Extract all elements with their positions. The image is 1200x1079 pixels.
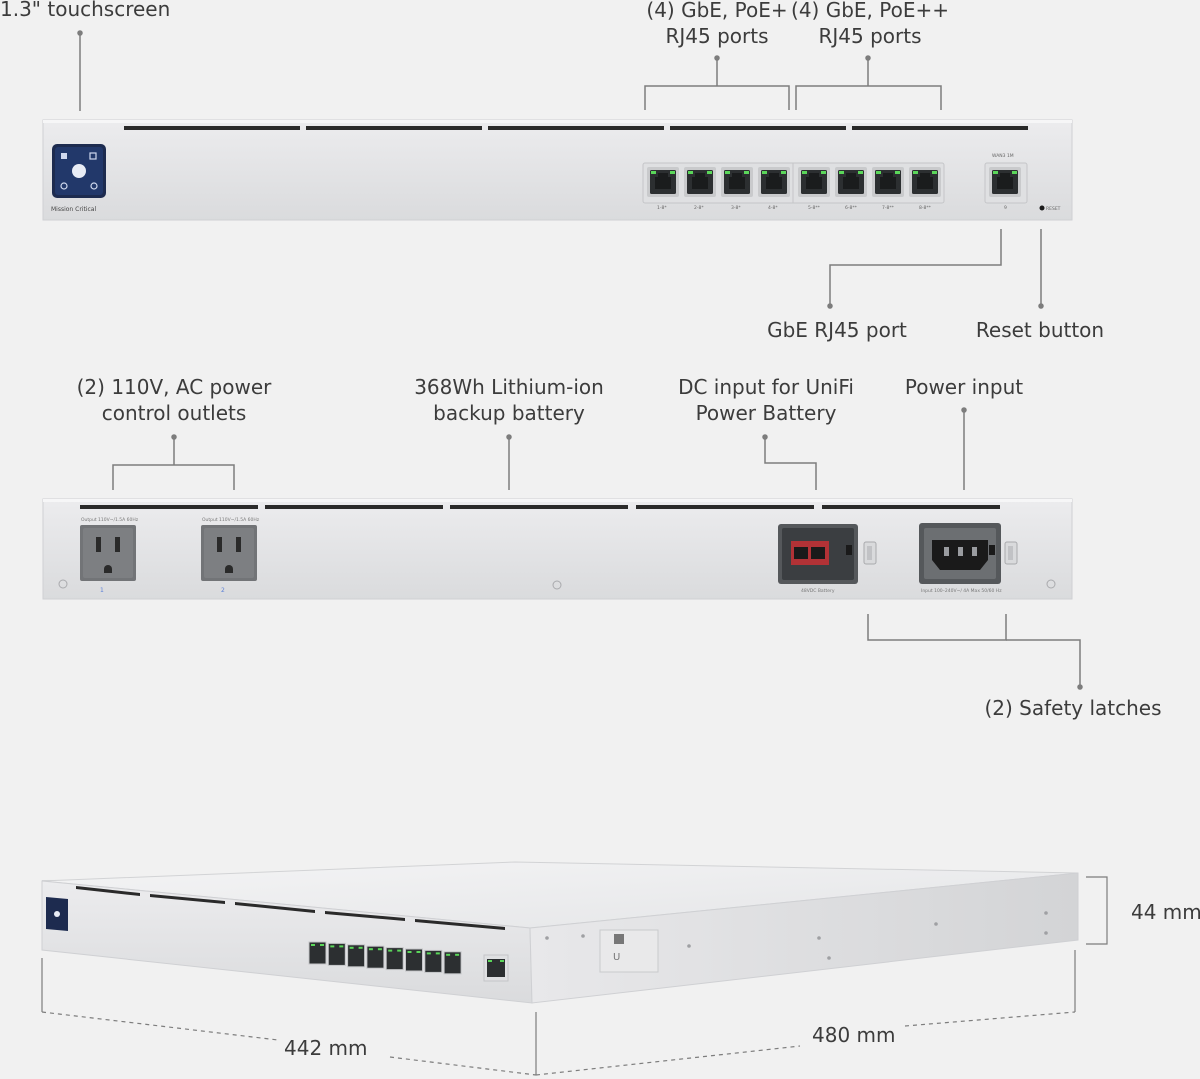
rj45-port-7[interactable] bbox=[872, 167, 904, 197]
touchscreen[interactable] bbox=[52, 144, 106, 198]
rj45-port-6[interactable] bbox=[835, 167, 867, 197]
perspective-ports bbox=[308, 941, 462, 975]
rear-vent-slots bbox=[80, 505, 1000, 509]
callout-ac-outlets: (2) 110V, AC power control outlets bbox=[76, 375, 272, 425]
perspective-port bbox=[405, 948, 423, 972]
callout-power-input: Power input bbox=[904, 375, 1024, 399]
dimension-depth: 480 mm bbox=[812, 1023, 896, 1047]
outlet-2-text: Output 110V~/1.5A 60Hz bbox=[202, 517, 260, 523]
power-input-text: Input 100–240V~/ 4A Max 50/60 Hz bbox=[921, 588, 1002, 594]
callout-gbe-port: GbE RJ45 port bbox=[767, 318, 907, 342]
perspective-view: U bbox=[41, 861, 1079, 1004]
callout-poe-plus: (4) GbE, PoE+ RJ45 ports bbox=[646, 0, 788, 48]
perspective-port bbox=[347, 944, 366, 968]
rear-screws bbox=[58, 579, 1056, 590]
callout-dc-input: DC input for UniFi Power Battery bbox=[678, 375, 854, 425]
safety-latch-2[interactable] bbox=[1004, 541, 1018, 565]
rj45-port-number: 4-8* bbox=[768, 205, 778, 211]
perspective-port bbox=[443, 951, 462, 975]
perspective-port bbox=[308, 941, 327, 965]
dc-input-text: 48VDC Battery bbox=[801, 588, 835, 594]
perspective-port bbox=[366, 945, 385, 969]
safety-latch-1[interactable] bbox=[863, 541, 877, 565]
uplink-port[interactable] bbox=[984, 162, 1028, 204]
callout-poe-plus-plus: (4) GbE, PoE++ RJ45 ports bbox=[791, 0, 949, 48]
callout-battery: 368Wh Lithium-ion backup battery bbox=[414, 375, 604, 425]
perspective-touchscreen bbox=[46, 897, 68, 931]
rj45-port-number: 2-8* bbox=[694, 205, 704, 211]
rj45-port-number: 8-8** bbox=[919, 205, 932, 211]
rear-callout-lines bbox=[112, 407, 1083, 690]
rj45-port-1[interactable] bbox=[647, 167, 679, 197]
rear-chassis bbox=[42, 498, 1073, 600]
perspective-uplink bbox=[483, 954, 509, 982]
rj45-port-number: 3-8* bbox=[731, 205, 741, 211]
reset-button[interactable] bbox=[1039, 205, 1045, 211]
front-panel: Mission Critical 1-8* 2-8* 3-8* 4-8* 5-8** 6-… bbox=[42, 119, 1073, 221]
rj45-port-3[interactable] bbox=[721, 167, 753, 197]
outlet-2-number: 2 bbox=[221, 587, 225, 594]
perspective-port bbox=[424, 949, 443, 973]
uplink-port-number: 9 bbox=[1004, 205, 1007, 211]
rj45-port-5[interactable] bbox=[798, 167, 830, 197]
perspective-vents bbox=[76, 886, 505, 930]
rj45-port-2[interactable] bbox=[684, 167, 716, 197]
perspective-label-sticker: U bbox=[599, 929, 659, 973]
rj45-port-8[interactable] bbox=[909, 167, 941, 197]
dimension-height: 44 mm bbox=[1131, 900, 1200, 924]
callout-reset-button: Reset button bbox=[975, 318, 1105, 342]
front-vent-slots bbox=[124, 126, 1028, 130]
touchscreen-brand: Mission Critical bbox=[51, 206, 96, 213]
reset-text: RESET bbox=[1046, 206, 1061, 212]
perspective-port bbox=[327, 942, 346, 966]
ac-outlet-1[interactable] bbox=[80, 525, 136, 581]
port-block: 1-8* 2-8* 3-8* 4-8* 5-8** 6-8** 7-8** 8-8** bbox=[642, 162, 945, 211]
outlet-1-number: 1 bbox=[100, 587, 104, 594]
front-callout-lines bbox=[77, 30, 1044, 309]
ac-outlet-2[interactable] bbox=[201, 525, 257, 581]
rear-panel: Output 110V~/1.5A 60Hz Output 110V~/1.5A… bbox=[42, 498, 1073, 600]
rj45-port-4[interactable] bbox=[758, 167, 790, 197]
rj45-port-number: 1-8* bbox=[657, 205, 667, 211]
callout-touchscreen: 1.3" touchscreen bbox=[0, 0, 171, 21]
callout-safety-latches: (2) Safety latches bbox=[984, 696, 1162, 720]
rj45-port-number: 7-8** bbox=[882, 205, 895, 211]
uplink-port-label: WAN3 1M bbox=[992, 153, 1014, 159]
power-input-port[interactable] bbox=[919, 523, 1001, 584]
svg-text:U: U bbox=[613, 952, 620, 963]
outlet-1-text: Output 110V~/1.5A 60Hz bbox=[81, 517, 139, 523]
dimension-width: 442 mm bbox=[284, 1036, 368, 1060]
perspective-side bbox=[529, 872, 1079, 1004]
dc-input-port[interactable] bbox=[778, 524, 858, 584]
dimension-lines bbox=[41, 876, 1108, 1076]
perspective-port bbox=[385, 947, 404, 971]
rj45-port-number: 5-8** bbox=[808, 205, 821, 211]
rj45-port-number: 6-8** bbox=[845, 205, 858, 211]
